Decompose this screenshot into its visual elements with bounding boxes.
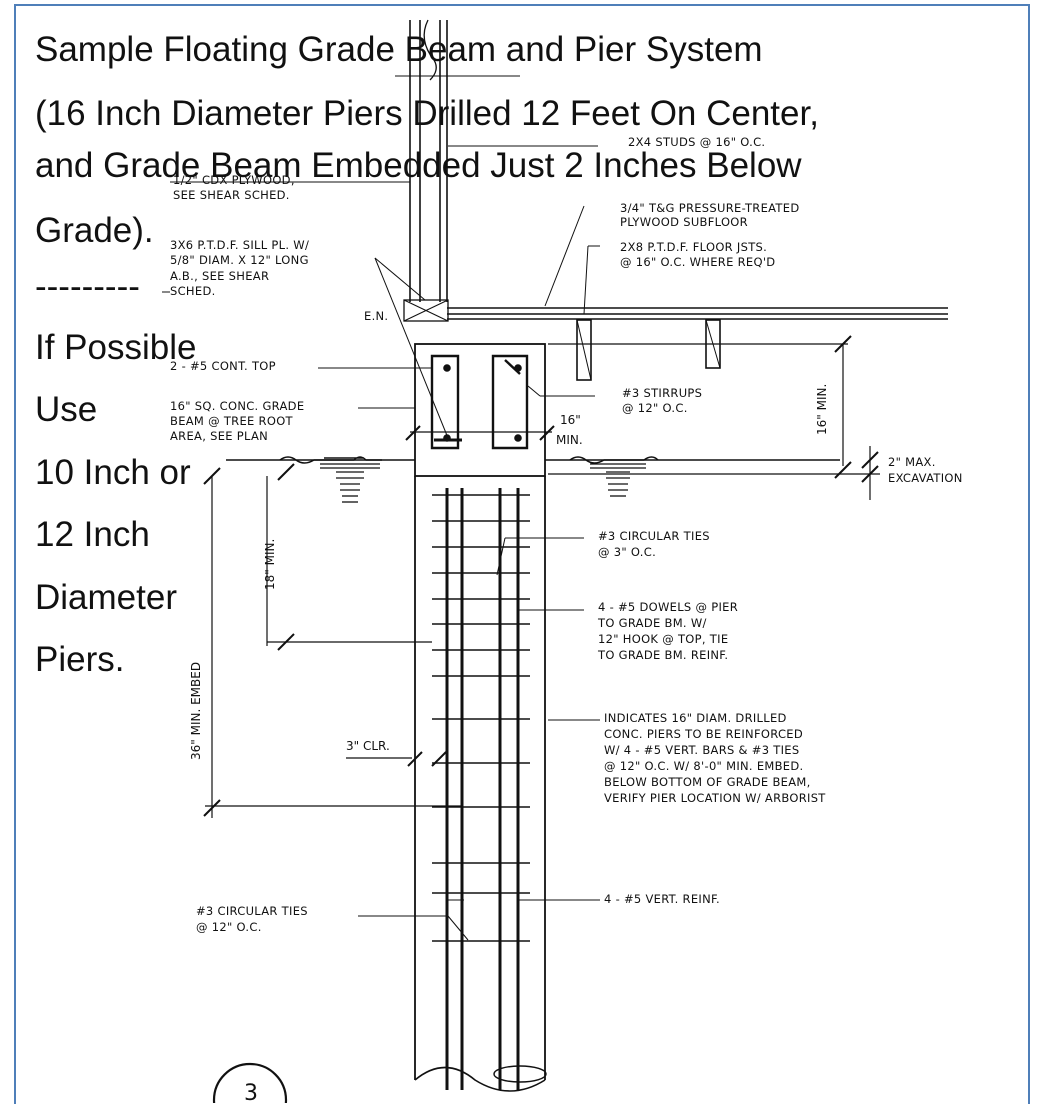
subfloor-callout-2: PLYWOOD SUBFLOOR: [620, 215, 748, 229]
pier-note-3: W/ 4 - #5 VERT. BARS & #3 TIES: [604, 743, 799, 757]
note-line-6: Piers.: [35, 640, 125, 679]
pier-note-2: CONC. PIERS TO BE REINFORCED: [604, 727, 803, 741]
floor-joists: [576, 319, 721, 381]
ties-12in-callout-2: @ 12" O.C.: [196, 920, 262, 934]
title-line-1: Sample Floating Grade Beam and Pier Syst…: [35, 30, 763, 69]
dimension-lines: [203, 335, 880, 818]
subfloor: [403, 299, 948, 322]
dowels-callout-4: TO GRADE BM. REINF.: [597, 648, 728, 662]
detail-number: 3: [244, 1081, 258, 1103]
sill-callout-1: 3X6 P.T.D.F. SILL PL. W/: [170, 238, 309, 252]
embed-18-dim: 18" MIN.: [263, 539, 277, 590]
pier-note-6: VERIFY PIER LOCATION W/ ARBORIST: [604, 791, 826, 805]
vertical-bars: [434, 438, 520, 1090]
stirrups-callout-2: @ 12" O.C.: [622, 401, 688, 415]
joists-callout-1: 2X8 P.T.D.F. FLOOR JSTS.: [620, 240, 767, 254]
edge-nailing-label: E.N.: [364, 309, 388, 323]
clearance-dim: 3" CLR.: [346, 739, 390, 753]
sill-callout-4: SCHED.: [170, 284, 216, 298]
ties-3in-callout-2: @ 3" O.C.: [598, 545, 656, 559]
separator: ---------: [35, 267, 140, 306]
detail-bubble: [212, 1062, 288, 1103]
grade-beam: [414, 343, 546, 477]
note-line-3: 10 Inch or: [35, 453, 191, 492]
excavation-callout-2: EXCAVATION: [888, 471, 963, 485]
note-line-2: Use: [35, 390, 98, 429]
title-line-3: and Grade Beam Embedded Just 2 Inches Be…: [35, 146, 802, 185]
title-line-4: Grade).: [35, 211, 154, 250]
ties-12in-callout-1: #3 CIRCULAR TIES: [196, 904, 308, 918]
subfloor-callout-1: 3/4" T&G PRESSURE-TREATED: [620, 201, 799, 215]
embed-36-dim: 36" MIN. EMBED: [189, 662, 203, 760]
sheathing-callout: 1/2" CDX PLYWOOD,: [173, 173, 295, 187]
dowels-callout-3: 12" HOOK @ TOP, TIE: [598, 632, 728, 646]
sheathing-callout-2: SEE SHEAR SCHED.: [173, 188, 290, 202]
beam-width-dim: 16": [560, 413, 581, 427]
pier-note-1: INDICATES 16" DIAM. DRILLED: [604, 711, 787, 725]
sill-callout-2: 5/8" DIAM. X 12" LONG: [170, 253, 309, 267]
circular-ties: [432, 494, 530, 942]
ties-3in-callout-1: #3 CIRCULAR TIES: [598, 529, 710, 543]
note-line-4: 12 Inch: [35, 515, 150, 554]
top-bars-callout: 2 - #5 CONT. TOP: [170, 359, 276, 373]
beam-callout-1: 16" SQ. CONC. GRADE: [170, 399, 304, 413]
leader-lines: [162, 145, 600, 941]
stirrups-callout-1: #3 STIRRUPS: [622, 386, 702, 400]
studs-callout: 2X4 STUDS @ 16" O.C.: [628, 135, 765, 149]
sill-callout-3: A.B., SEE SHEAR: [170, 269, 269, 283]
beam-callout-2: BEAM @ TREE ROOT: [170, 414, 294, 428]
joists-callout-2: @ 16" O.C. WHERE REQ'D: [620, 255, 775, 269]
grade-line: [226, 456, 840, 503]
pier-shaft: [414, 476, 547, 1092]
beam-width-dim-2: MIN.: [556, 433, 583, 447]
dowels-callout-2: TO GRADE BM. W/: [597, 616, 707, 630]
title-line-2: (16 Inch Diameter Piers Drilled 12 Feet …: [35, 94, 819, 133]
pier-note-4: @ 12" O.C. W/ 8'-0" MIN. EMBED.: [604, 759, 804, 773]
beam-callout-3: AREA, SEE PLAN: [170, 429, 268, 443]
beam-height-dim: 16" MIN.: [815, 384, 829, 435]
slide-frame: [14, 4, 1030, 1104]
pier-note-5: BELOW BOTTOM OF GRADE BEAM,: [604, 775, 811, 789]
note-line-1: If Possible: [35, 328, 197, 367]
wall-studs: [395, 19, 520, 302]
note-line-5: Diameter: [35, 578, 177, 617]
excavation-callout-1: 2" MAX.: [888, 455, 936, 469]
vert-reinf-callout: 4 - #5 VERT. REINF.: [604, 892, 720, 906]
dowels-callout-1: 4 - #5 DOWELS @ PIER: [598, 600, 738, 614]
